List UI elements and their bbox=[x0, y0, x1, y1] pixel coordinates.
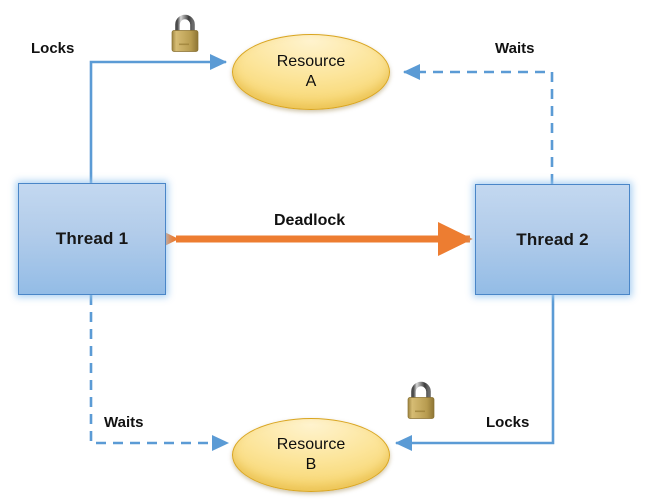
thread1-label: Thread 1 bbox=[55, 229, 129, 248]
resource-b-label-line2: B bbox=[305, 456, 317, 473]
node-resource-b[interactable]: Resource B bbox=[232, 418, 390, 492]
node-thread1[interactable]: Thread 1 bbox=[18, 183, 166, 295]
edge-label-waits-bottom: Waits bbox=[104, 414, 144, 431]
node-thread2[interactable]: Thread 2 bbox=[475, 184, 630, 295]
edge-thread2-waits-resourceA bbox=[402, 63, 554, 184]
edge-label-locks-bottom: Locks bbox=[486, 414, 530, 431]
resource-a-label-line2: A bbox=[305, 73, 317, 90]
resource-a-label-line1: Resource bbox=[276, 52, 346, 70]
resource-b-label-line1: Resource bbox=[276, 435, 346, 453]
edge-label-waits-top: Waits bbox=[495, 40, 535, 57]
edge-label-locks-top: Locks bbox=[31, 40, 75, 57]
edge-thread1-waits-resourceB bbox=[89, 295, 230, 452]
node-resource-a[interactable]: Resource A bbox=[232, 34, 390, 110]
edge-thread1-locks-resourceA bbox=[89, 53, 228, 183]
thread2-label: Thread 2 bbox=[516, 229, 589, 249]
edge-label-deadlock: Deadlock bbox=[274, 212, 346, 229]
edge-thread2-locks-resourceB bbox=[394, 295, 555, 452]
padlock-icon-top bbox=[168, 12, 202, 54]
padlock-icon-bottom bbox=[404, 379, 438, 421]
